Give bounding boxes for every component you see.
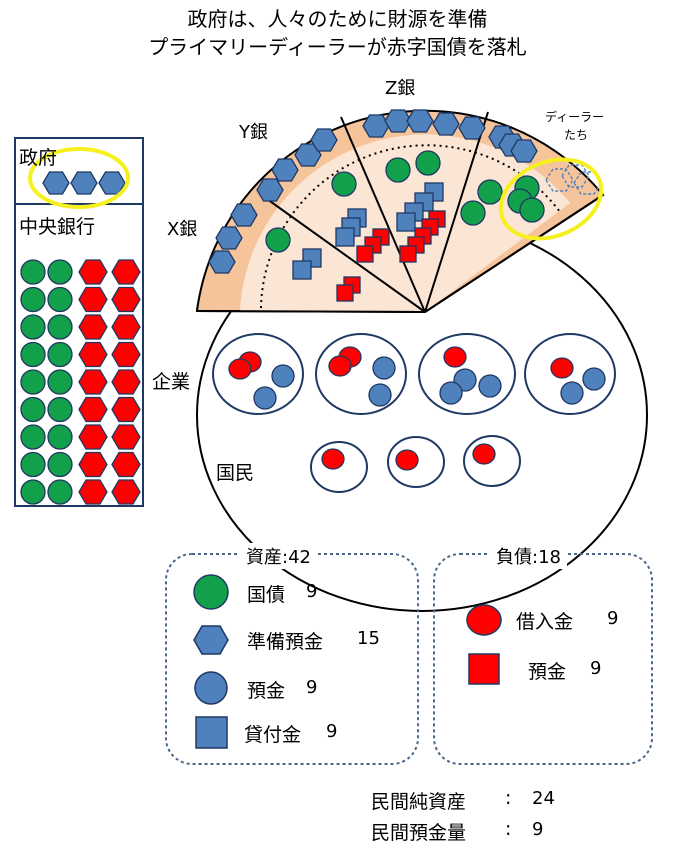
assets-legend-box [165, 553, 419, 765]
red-hexagon [111, 451, 141, 478]
bond-green-circle [20, 259, 46, 285]
red-hexagon [111, 396, 141, 423]
red-hexagon [78, 451, 108, 478]
bond-green-circle [20, 396, 46, 423]
red-hexagon [78, 314, 108, 340]
title-line-2: プライマリーディーラーが赤字国債を落札 [148, 35, 527, 59]
legend-item-label: 預金 [247, 680, 286, 702]
legend-item-value: 15 [357, 628, 380, 649]
assets-header: 資産:42 [240, 543, 317, 569]
legend-item-label: 貸付金 [244, 724, 302, 746]
legend-item-value: 9 [326, 721, 338, 742]
bond-green-circle [47, 396, 73, 423]
bond-green-circle [20, 314, 46, 340]
deposits-separator: : [505, 818, 512, 840]
y-bank-label: Y銀 [239, 122, 268, 143]
legend-item-value: 9 [306, 677, 318, 698]
bond-green-circle [20, 424, 46, 450]
dealer-highlight-ring [498, 157, 604, 241]
legend-item-label: 国債 [247, 584, 286, 606]
government-highlight-ring [28, 147, 130, 209]
x-bank-label: X銀 [167, 219, 198, 240]
blue-square-icon [195, 716, 228, 749]
bond-green-circle [20, 451, 46, 478]
red-hexagon [78, 286, 108, 313]
deposits-label: 民間預金量 [371, 822, 467, 844]
companies [212, 333, 616, 415]
title-line-1: 政府は、人々のために財源を準備 [187, 7, 488, 31]
red-hexagon [78, 479, 108, 505]
z-bank-label: Z銀 [385, 78, 416, 99]
red-hexagon [78, 341, 108, 368]
central-bank-label: 中央銀行 [19, 216, 96, 238]
dealers-label-line2: たち [564, 128, 589, 142]
net-assets-separator: : [505, 787, 512, 809]
bond-green-circle [47, 451, 73, 478]
bond-green-circle [47, 341, 73, 368]
bond-green-circle [47, 314, 73, 340]
citizens [310, 435, 521, 493]
red-hexagon [111, 369, 141, 395]
red-hexagon [111, 341, 141, 368]
bond-green-circle [47, 479, 73, 505]
central-bank-bonds [20, 259, 73, 505]
red-hexagon [78, 424, 108, 450]
red-hexagon [78, 396, 108, 423]
legend-item-value: 9 [607, 608, 619, 629]
red-hexagon [111, 286, 141, 313]
legend-item-label: 借入金 [516, 611, 574, 633]
legend-icons [193, 574, 502, 749]
legend-item-value: 9 [590, 658, 602, 679]
companies-label: 企業 [152, 371, 191, 393]
bond-green-circle [47, 369, 73, 395]
red-hexagon [78, 259, 108, 285]
bond-green-circle [20, 286, 46, 313]
bond-green-circle [20, 479, 46, 505]
red-hexagon [78, 369, 108, 395]
red-circle-icon [466, 604, 502, 636]
dealers-label-line1: ディーラー [545, 110, 605, 124]
deposits-value: 9 [532, 819, 544, 840]
red-hexagon [111, 314, 141, 340]
green-circle-icon [193, 574, 229, 610]
government-label: 政府 [19, 147, 58, 169]
red-hexagon [111, 259, 141, 285]
government-reserve-hexagons [42, 171, 126, 195]
bond-green-circle [20, 341, 46, 368]
bond-green-circle [47, 286, 73, 313]
net-assets-label: 民間純資産 [371, 791, 467, 813]
red-hexagon [111, 479, 141, 505]
blue-hexagon-icon [193, 625, 229, 655]
dealer-bank [460, 125, 602, 226]
red-square-icon [468, 653, 500, 685]
red-hexagon [111, 424, 141, 450]
net-assets-value: 24 [532, 788, 555, 809]
blue-circle-icon [194, 671, 228, 705]
bond-green-circle [47, 259, 73, 285]
legend-item-label: 準備預金 [247, 631, 324, 653]
legend-item-label: 預金 [528, 661, 567, 683]
bond-green-circle [47, 424, 73, 450]
central-bank-red-hexagons [78, 259, 141, 505]
citizens-label: 国民 [216, 462, 255, 484]
legend-item-value: 9 [306, 581, 318, 602]
liabilities-legend-box [433, 553, 653, 765]
bond-green-circle [20, 369, 46, 395]
liabilities-header: 負債:18 [490, 543, 567, 569]
